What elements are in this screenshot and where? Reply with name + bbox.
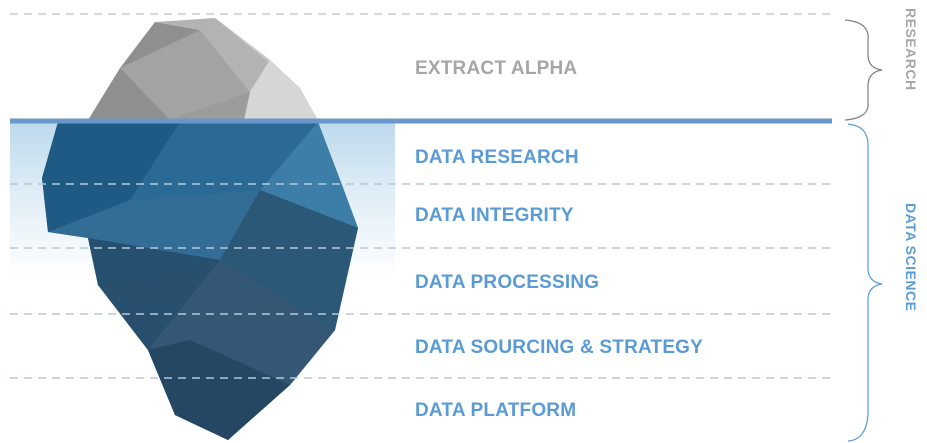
layer-data-sourcing-strategy: DATA SOURCING & STRATEGY — [415, 337, 704, 358]
group-label-research: RESEARCH — [903, 8, 919, 91]
iceberg-body — [42, 122, 358, 440]
layer-extract-alpha: EXTRACT ALPHA — [415, 58, 578, 79]
research-bracket — [844, 19, 883, 121]
layer-data-research: DATA RESEARCH — [415, 147, 579, 168]
group-label-data-science: DATA SCIENCE — [903, 203, 919, 312]
layer-data-platform: DATA PLATFORM — [415, 400, 577, 421]
data-science-bracket — [847, 123, 883, 442]
iceberg-tip — [88, 18, 318, 120]
depth-shade — [98, 260, 335, 440]
layer-data-processing: DATA PROCESSING — [415, 272, 600, 293]
layer-data-integrity: DATA INTEGRITY — [415, 205, 574, 226]
